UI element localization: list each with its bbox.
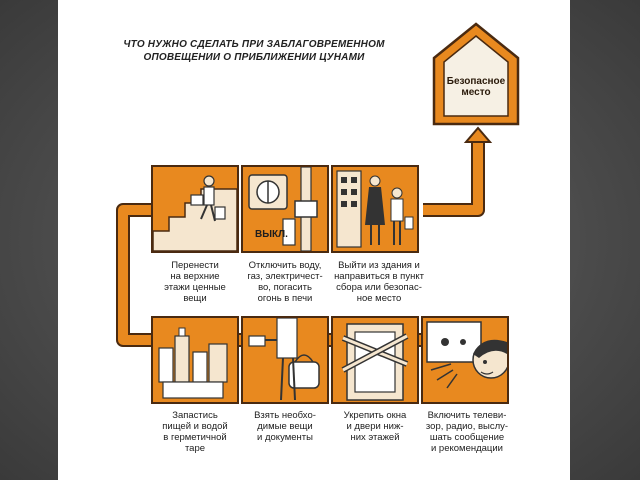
caption-switch-off-utilities: Отключить воду, газ, электричест- во, по…: [237, 260, 333, 304]
caption-take-documents: Взять необхо- димые вещи и документы: [237, 410, 333, 443]
caption-line: Запастись: [172, 410, 218, 421]
panel-listen-broadcast: [421, 316, 509, 404]
caption-line: во, погасить: [258, 282, 312, 293]
caption-line: них этажей: [350, 432, 400, 443]
caption-line: Отключить воду,: [248, 260, 322, 271]
caption-line: пищей и водой: [162, 421, 228, 432]
panel-take-documents: [241, 316, 329, 404]
panel-switch-off-utilities: ВЫКЛ.: [241, 165, 329, 253]
bag-documents-icon: [248, 318, 320, 401]
caption-line: огонь в печи: [257, 293, 313, 304]
caption-listen-broadcast: Включить телеви- зор, радио, выслу- шать…: [417, 410, 517, 454]
safe-place-label-2: место: [461, 87, 491, 98]
switch-valve-icon: [248, 167, 318, 251]
title-line-1: ЧТО НУЖНО СДЕЛАТЬ ПРИ ЗАБЛАГОВРЕМЕННОМ: [123, 39, 385, 50]
caption-line: сбора или безопас-: [336, 282, 422, 293]
people-building-icon: [336, 170, 414, 248]
boarded-door-icon: [341, 323, 409, 401]
house-icon: [432, 22, 520, 126]
caption-line: Перенести: [171, 260, 219, 271]
switch-off-label: ВЫКЛ.: [255, 229, 288, 240]
caption-move-valuables: Перенести на верхние этажи ценные вещи: [147, 260, 243, 304]
caption-line: ное место: [356, 293, 402, 304]
panel-move-valuables: [151, 165, 239, 253]
diagram-title: ЧТО НУЖНО СДЕЛАТЬ ПРИ ЗАБЛАГОВРЕМЕННОМ О…: [84, 38, 424, 64]
caption-line: таре: [184, 443, 206, 454]
title-line-2: ОПОВЕЩЕНИИ О ПРИБЛИЖЕНИИ ЦУНАМИ: [143, 52, 365, 63]
arrow-head: [463, 126, 493, 143]
caption-line: в герметичной: [163, 432, 227, 443]
caption-line: и рекомендации: [430, 443, 503, 454]
caption-line: газ, электричест-: [247, 271, 323, 282]
panel-reinforce-windows: [331, 316, 419, 404]
caption-line: Укрепить окна: [343, 410, 407, 421]
caption-line: Выйти из здания и: [338, 260, 420, 271]
caption-line: димые вещи: [257, 421, 313, 432]
caption-line: шать сообщение: [429, 432, 505, 443]
caption-line: и документы: [257, 432, 313, 443]
caption-line: зор, радио, выслу-: [425, 421, 509, 432]
caption-line: на верхние: [170, 271, 220, 282]
caption-line: вещи: [183, 293, 207, 304]
stairs-person-icon: [153, 175, 237, 251]
caption-leave-building: Выйти из здания и направиться в пункт сб…: [327, 260, 431, 304]
caption-line: Включить телеви-: [427, 410, 507, 421]
safe-place-house: Безопасное место: [430, 20, 522, 130]
caption-line: Взять необхо-: [254, 410, 316, 421]
panel-leave-building: [331, 165, 419, 253]
safe-place-label-1: Безопасное: [446, 76, 506, 87]
tv-listener-icon: [426, 321, 507, 389]
panel-stock-food-water: [151, 316, 239, 404]
caption-line: направиться в пункт: [334, 271, 424, 282]
caption-stock-food-water: Запастись пищей и водой в герметичной та…: [147, 410, 243, 454]
caption-line: и двери ниж-: [346, 421, 404, 432]
caption-reinforce-windows: Укрепить окна и двери ниж- них этажей: [327, 410, 423, 443]
food-containers-icon: [158, 327, 228, 399]
caption-line: этажи ценные: [164, 282, 226, 293]
slide: ЧТО НУЖНО СДЕЛАТЬ ПРИ ЗАБЛАГОВРЕМЕННОМ О…: [58, 0, 570, 480]
